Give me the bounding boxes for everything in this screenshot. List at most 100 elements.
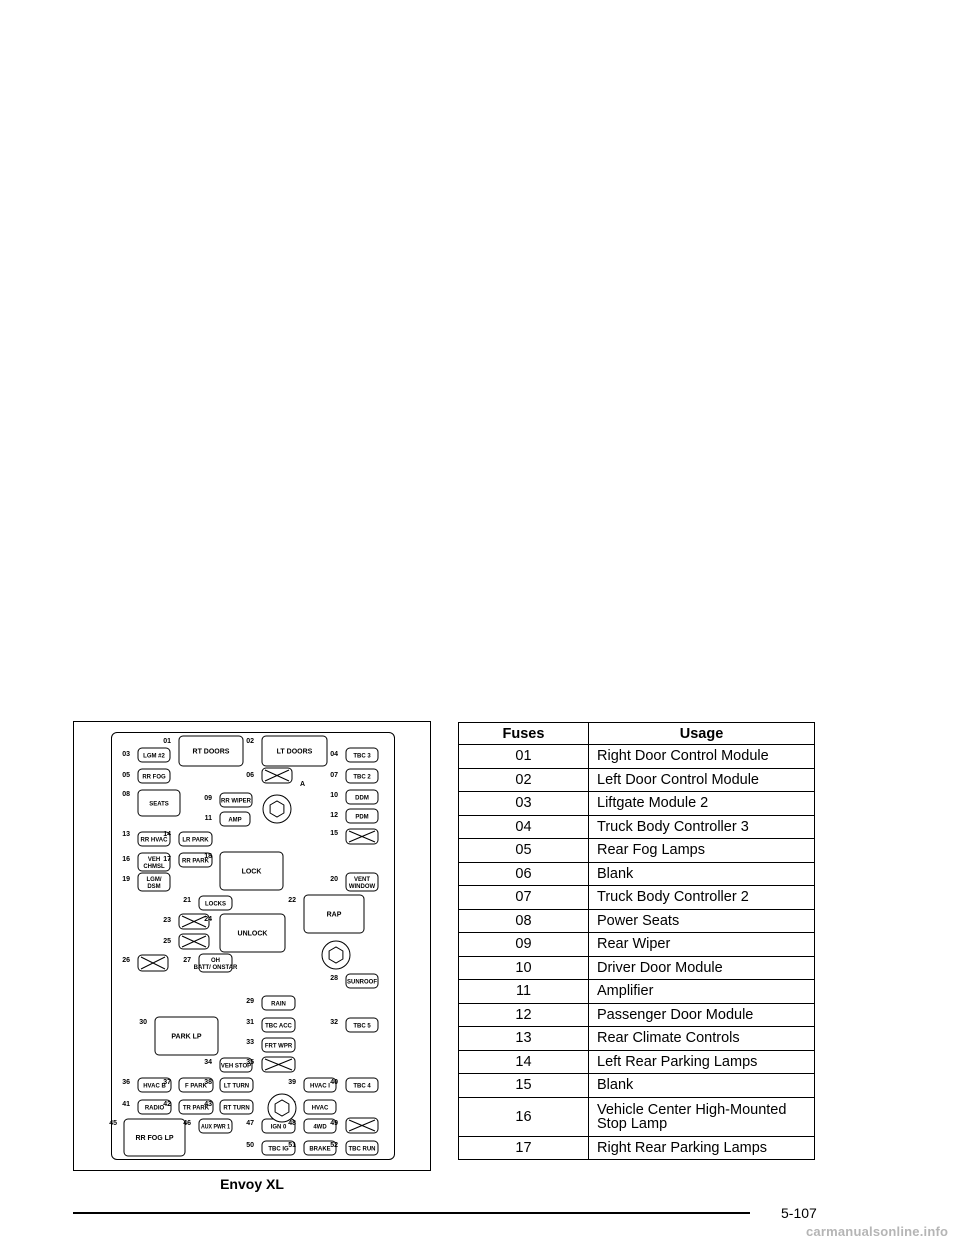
fuse-box-label: PARK LP xyxy=(171,1034,202,1041)
fuse-box-label-line: LGM/ xyxy=(147,877,162,883)
fuse-box-label: RR FOG xyxy=(142,775,166,781)
blank-cross-line xyxy=(181,915,207,928)
fuse-number-label: 22 xyxy=(288,897,296,904)
fuse-usage-cell: Left Door Control Module xyxy=(588,767,815,792)
fuse-number-label: 42 xyxy=(163,1101,171,1108)
fuse-box-label: TBC RUN xyxy=(349,1147,376,1153)
fuse-box-label: UNLOCK xyxy=(238,931,268,938)
fuse-number-label: 36 xyxy=(122,1079,130,1086)
fuse-box-label: LOCK xyxy=(242,869,262,876)
fuse-number-label: 50 xyxy=(246,1142,254,1149)
fuse-slot-48: 48 4WD xyxy=(288,1118,337,1134)
fuse-box xyxy=(303,894,365,934)
fuse-number-cell: 06 xyxy=(458,861,589,886)
fuse-box xyxy=(219,811,251,827)
fuse-number-label: 23 xyxy=(163,917,171,924)
fuse-usage-cell: Rear Wiper xyxy=(588,932,815,957)
fuse-number-label: 52 xyxy=(330,1142,338,1149)
fuse-box xyxy=(261,995,296,1011)
fuse-box xyxy=(303,1118,337,1134)
fuse-number-cell: 09 xyxy=(458,932,589,957)
fuse-box-label: 4WD xyxy=(313,1125,327,1131)
blank-cross-line xyxy=(181,935,207,948)
fuse-box xyxy=(219,792,253,808)
fuse-box xyxy=(345,747,379,763)
fuse-box xyxy=(137,1099,172,1115)
fuse-box-label-line: CHMSL xyxy=(143,864,165,870)
fuse-number-cell: 15 xyxy=(458,1073,589,1098)
fuse-number-label: 46 xyxy=(183,1120,191,1127)
fuse-box xyxy=(219,913,286,953)
fuse-box xyxy=(137,831,171,847)
fuse-box-label: TBC 5 xyxy=(353,1024,371,1030)
fuse-usage-cell: Blank xyxy=(588,861,815,886)
fuse-box-label: TBC 2 xyxy=(353,775,371,781)
fuse-box xyxy=(123,1118,186,1157)
fuse-box xyxy=(178,1077,214,1093)
fuse-number-cell: 10 xyxy=(458,955,589,980)
blank-cross-line xyxy=(264,1058,293,1071)
fuse-number-cell: 03 xyxy=(458,791,589,816)
fuse-slot-49: 49 xyxy=(330,1117,379,1134)
fuse-number-cell: 05 xyxy=(458,838,589,863)
fuse-number-cell: 04 xyxy=(458,814,589,839)
fuse-box xyxy=(345,973,379,989)
fuse-box-label-line: WINDOW xyxy=(349,884,376,890)
fuse-box-label: TR PARK xyxy=(183,1106,210,1112)
fuse-box xyxy=(219,1057,253,1073)
fuse-box xyxy=(178,735,244,767)
fuse-number-label: 34 xyxy=(204,1059,212,1066)
fuse-number-label: 14 xyxy=(163,831,171,838)
fuse-box xyxy=(345,1140,379,1156)
fuse-box xyxy=(261,1017,296,1033)
table-header-row: Fuses Usage xyxy=(458,722,815,745)
fuse-number-cell: 16 xyxy=(458,1096,589,1137)
fuse-number-label: 47 xyxy=(246,1120,254,1127)
fuse-number-label: 48 xyxy=(288,1120,296,1127)
header-usage: Usage xyxy=(588,722,815,745)
fuse-number-label: 03 xyxy=(122,751,130,758)
fuse-box xyxy=(154,1016,219,1056)
fuse-usage-cell: Rear Fog Lamps xyxy=(588,838,815,863)
fuse-box xyxy=(219,851,284,891)
fuse-box-label: LT TURN xyxy=(224,1084,249,1090)
fuse-box-label: PDM xyxy=(355,815,368,821)
fuse-box xyxy=(261,735,328,767)
fuse-box xyxy=(345,789,379,805)
fuse-slot-23: 23 xyxy=(163,913,210,930)
fuse-box xyxy=(345,808,379,824)
fuse-number-cell: 14 xyxy=(458,1049,589,1074)
fuse-box-label-line: VEH xyxy=(148,857,160,863)
fuse-box xyxy=(345,872,379,892)
fuse-box xyxy=(137,789,181,817)
fuse-box xyxy=(137,872,171,892)
fuse-number-cell: 11 xyxy=(458,979,589,1004)
fuse-box xyxy=(261,1140,296,1156)
fuse-number-label: 16 xyxy=(122,856,130,863)
fuse-box xyxy=(219,1099,254,1115)
fuse-box-label: HVAC I xyxy=(310,1084,330,1090)
fuse-box-label: SUNROOF xyxy=(347,980,377,986)
fuse-box xyxy=(303,1140,337,1156)
footer-rule xyxy=(73,1212,750,1214)
fuse-box-label: RR PARK xyxy=(182,859,210,865)
